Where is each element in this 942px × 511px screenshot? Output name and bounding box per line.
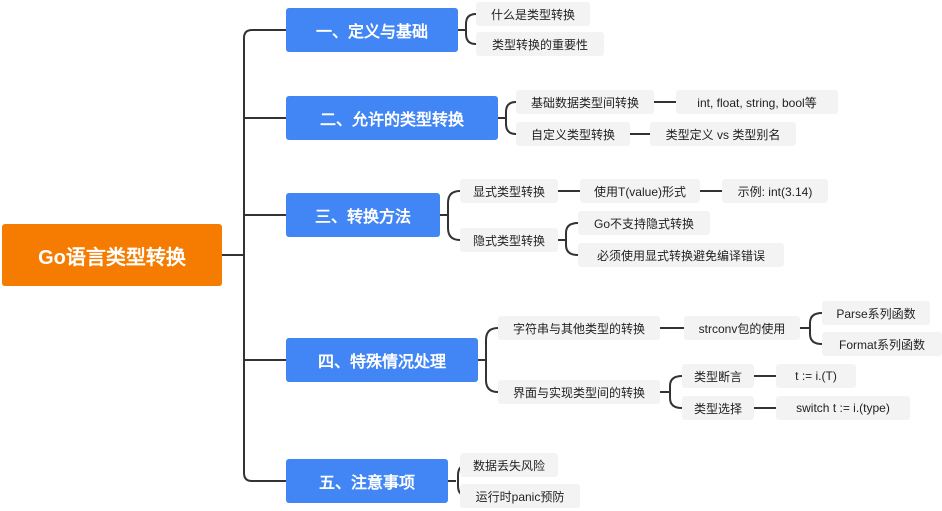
- connector-t4-children: [478, 327, 499, 393]
- node-interface-conversion[interactable]: 界面与实现类型间的转换: [498, 380, 660, 404]
- topic-definition-basics[interactable]: 一、定义与基础: [286, 8, 458, 52]
- connector-t2-children: [498, 101, 517, 135]
- node-example-int[interactable]: 示例: int(3.14): [722, 179, 828, 203]
- node-what-is-conversion[interactable]: 什么是类型转换: [476, 2, 590, 26]
- node-data-loss-risk[interactable]: 数据丢失风险: [460, 453, 558, 477]
- node-type-switch[interactable]: 类型选择: [682, 396, 754, 420]
- node-tvalue-form[interactable]: 使用T(value)形式: [580, 179, 700, 203]
- connector-t1-children: [458, 13, 477, 45]
- node-type-assertion[interactable]: 类型断言: [682, 364, 754, 388]
- connector-t3b: [558, 222, 579, 256]
- connector-trunk: [243, 29, 286, 482]
- node-panic-prevention[interactable]: 运行时panic预防: [460, 484, 580, 508]
- node-format-functions[interactable]: Format系列函数: [822, 332, 942, 356]
- node-custom-type-conversion[interactable]: 自定义类型转换: [516, 122, 630, 146]
- node-conversion-importance[interactable]: 类型转换的重要性: [476, 32, 604, 56]
- node-type-assertion-syntax[interactable]: t := i.(T): [776, 364, 856, 388]
- node-go-no-implicit[interactable]: Go不支持隐式转换: [578, 211, 710, 235]
- node-strconv-usage[interactable]: strconv包的使用: [684, 316, 800, 340]
- connector-t4b: [660, 375, 683, 409]
- node-basic-type-conversion[interactable]: 基础数据类型间转换: [516, 90, 654, 114]
- node-parse-functions[interactable]: Parse系列函数: [822, 301, 930, 325]
- node-type-def-vs-alias[interactable]: 类型定义 vs 类型别名: [650, 122, 796, 146]
- node-string-conversion[interactable]: 字符串与其他类型的转换: [498, 316, 660, 340]
- node-explicit-conversion[interactable]: 显式类型转换: [460, 179, 558, 203]
- node-must-use-explicit[interactable]: 必须使用显式转换避免编译错误: [578, 243, 784, 267]
- connector-t3-children: [440, 190, 461, 241]
- topic-special-cases[interactable]: 四、特殊情况处理: [286, 338, 478, 382]
- topic-conversion-methods[interactable]: 三、转换方法: [286, 193, 440, 237]
- topic-notes[interactable]: 五、注意事项: [286, 459, 448, 503]
- topic-allowed-conversions[interactable]: 二、允许的类型转换: [286, 96, 498, 140]
- connector-t4a1: [800, 312, 823, 345]
- root-topic[interactable]: Go语言类型转换: [2, 224, 222, 286]
- node-type-switch-syntax[interactable]: switch t := i.(type): [776, 396, 910, 420]
- node-basic-types-list[interactable]: int, float, string, bool等: [676, 90, 838, 114]
- node-implicit-conversion[interactable]: 隐式类型转换: [460, 228, 558, 252]
